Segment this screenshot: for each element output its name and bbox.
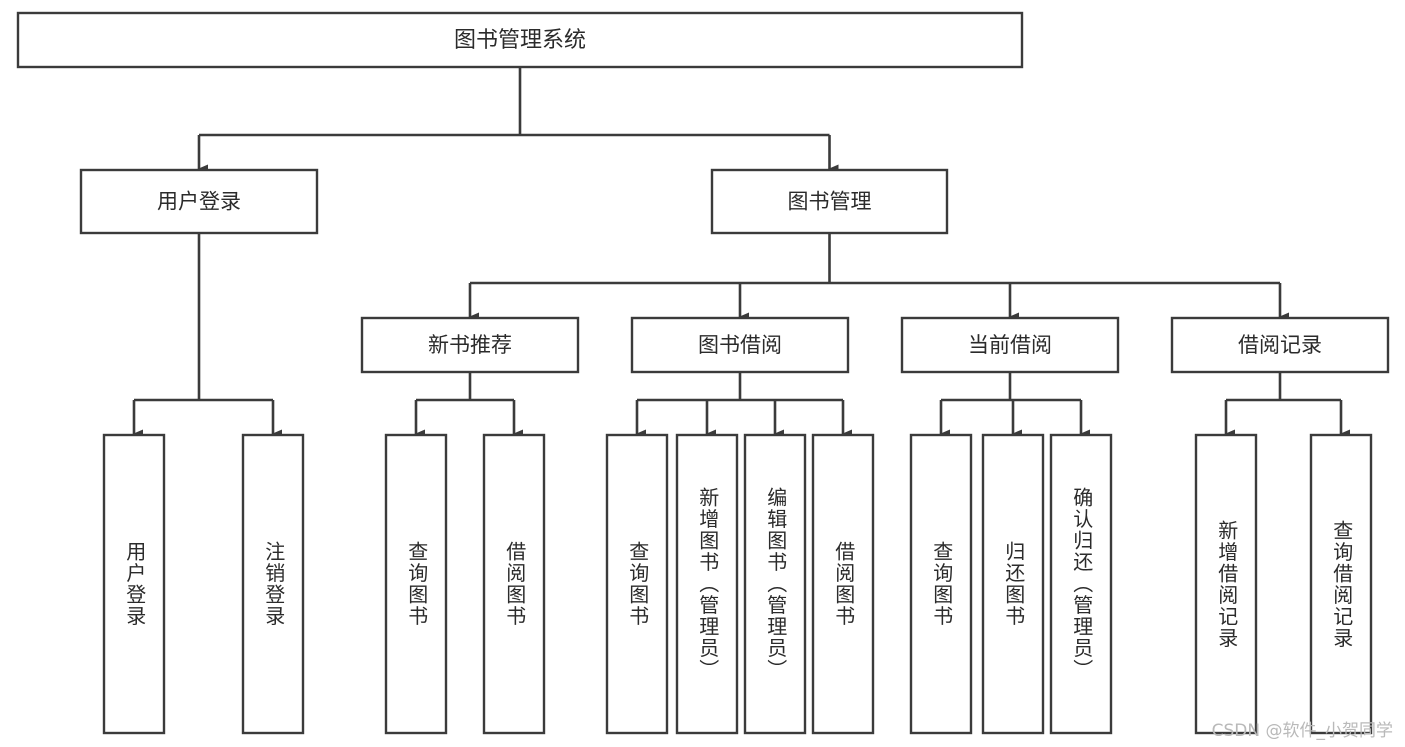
- node-box-leaf-borrow-book-2[interactable]: [811, 433, 875, 735]
- node-leaf-add-book[interactable]: [675, 433, 739, 735]
- node-borrow-record[interactable]: 借阅记录: [1170, 316, 1390, 374]
- node-label-user-login: 用户登录: [157, 190, 241, 214]
- node-leaf-logout[interactable]: [241, 433, 305, 735]
- node-new-book-rec[interactable]: 新书推荐: [360, 316, 580, 374]
- node-box-leaf-query-book-1[interactable]: [384, 433, 448, 735]
- node-box-leaf-add-book[interactable]: [675, 433, 739, 735]
- node-label-book-borrow: 图书借阅: [698, 333, 782, 357]
- node-box-leaf-logout[interactable]: [241, 433, 305, 735]
- node-user-login[interactable]: 用户登录: [79, 168, 319, 235]
- node-book-borrow[interactable]: 图书借阅: [630, 316, 850, 374]
- connector-layer: [132, 67, 1351, 439]
- node-leaf-query-book-1[interactable]: [384, 433, 448, 735]
- node-box-leaf-user-login[interactable]: [102, 433, 166, 735]
- node-label-borrow-record: 借阅记录: [1238, 333, 1322, 357]
- node-root[interactable]: 图书管理系统: [16, 11, 1024, 69]
- node-box-new-book-rec[interactable]: [360, 316, 580, 374]
- node-label-book-manage: 图书管理: [788, 190, 872, 214]
- node-label-new-book-rec: 新书推荐: [428, 333, 512, 357]
- node-box-leaf-confirm-return[interactable]: [1049, 433, 1113, 735]
- node-box-leaf-query-book-3[interactable]: [909, 433, 973, 735]
- node-box-root[interactable]: [16, 11, 1024, 69]
- node-leaf-edit-book[interactable]: [743, 433, 807, 735]
- node-leaf-user-login[interactable]: [102, 433, 166, 735]
- node-leaf-borrow-book-2[interactable]: [811, 433, 875, 735]
- node-box-leaf-query-book-2[interactable]: [605, 433, 669, 735]
- node-current-borrow[interactable]: 当前借阅: [900, 316, 1120, 374]
- node-box-leaf-return-book[interactable]: [981, 433, 1045, 735]
- node-book-manage[interactable]: 图书管理: [710, 168, 949, 235]
- node-label-root: 图书管理系统: [454, 28, 586, 53]
- node-leaf-return-book[interactable]: [981, 433, 1045, 735]
- node-box-leaf-borrow-book-1[interactable]: [482, 433, 546, 735]
- node-leaf-query-record[interactable]: [1309, 433, 1373, 735]
- node-leaf-borrow-book-1[interactable]: [482, 433, 546, 735]
- node-box-current-borrow[interactable]: [900, 316, 1120, 374]
- node-leaf-query-book-3[interactable]: [909, 433, 973, 735]
- node-box-leaf-add-record[interactable]: [1194, 433, 1258, 735]
- node-box-leaf-query-record[interactable]: [1309, 433, 1373, 735]
- node-leaf-query-book-2[interactable]: [605, 433, 669, 735]
- node-box-book-borrow[interactable]: [630, 316, 850, 374]
- node-box-book-manage[interactable]: [710, 168, 949, 235]
- node-label-current-borrow: 当前借阅: [968, 333, 1052, 357]
- node-box-user-login[interactable]: [79, 168, 319, 235]
- node-leaf-confirm-return[interactable]: [1049, 433, 1113, 735]
- node-box-borrow-record[interactable]: [1170, 316, 1390, 374]
- node-box-leaf-edit-book[interactable]: [743, 433, 807, 735]
- node-leaf-add-record[interactable]: [1194, 433, 1258, 735]
